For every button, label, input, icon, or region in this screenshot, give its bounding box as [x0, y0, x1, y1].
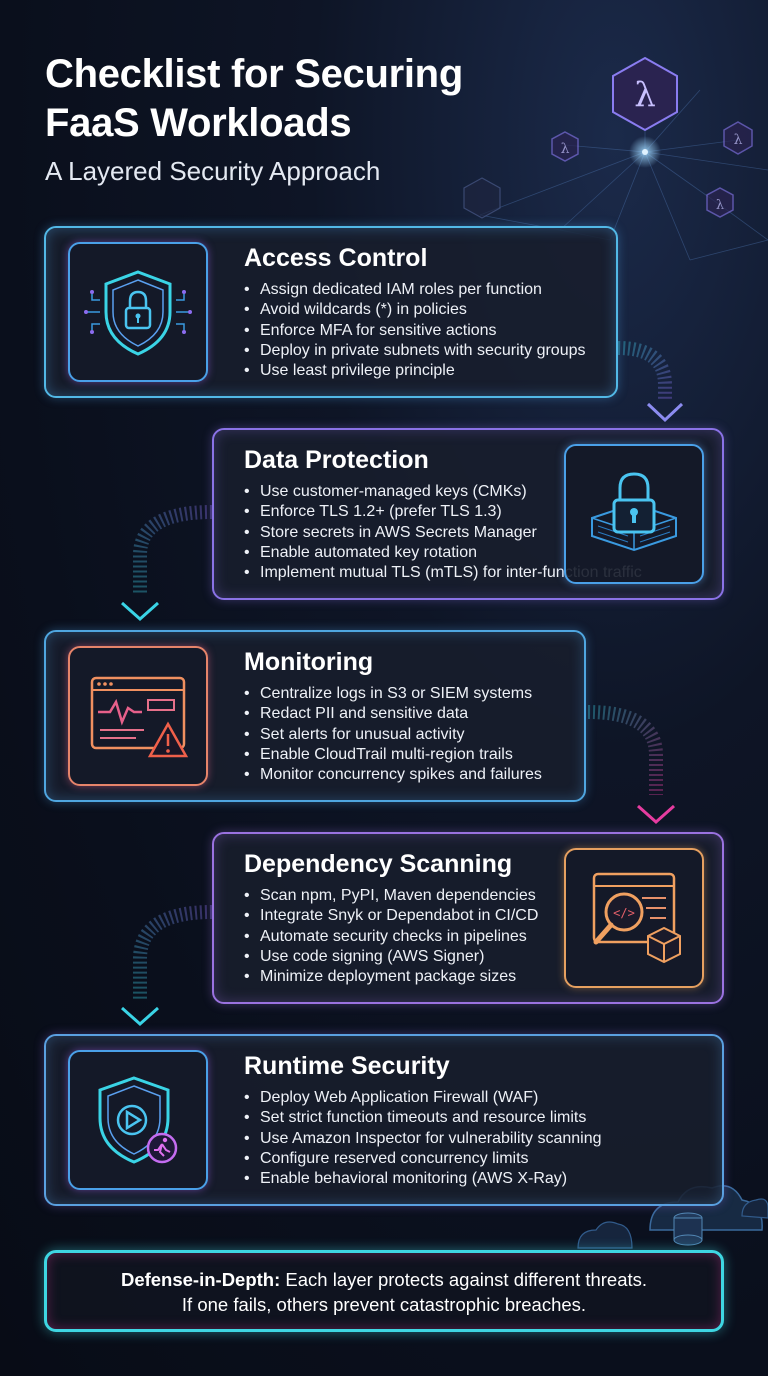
- padlock-database-icon: [591, 472, 677, 552]
- callout-line-1: Defense-in-Depth: Each layer protects ag…: [47, 1267, 721, 1292]
- list-item: Deploy Web Application Firewall (WAF): [244, 1088, 602, 1108]
- list-item: Use least privilege principle: [244, 361, 586, 381]
- section-card-monitoring: Monitoring Centralize logs in S3 or SIEM…: [44, 630, 586, 802]
- checklist: Assign dedicated IAM roles per function …: [244, 280, 586, 381]
- monitor-alert-icon: [90, 676, 189, 758]
- list-item: Enforce MFA for sensitive actions: [244, 321, 586, 341]
- callout-text-2: If one fails, others prevent catastrophi…: [181, 1294, 587, 1315]
- icon-frame: [68, 646, 208, 786]
- checklist: Centralize logs in S3 or SIEM systems Re…: [244, 684, 542, 785]
- list-item: Use Amazon Inspector for vulnerability s…: [244, 1129, 602, 1149]
- list-item: Use code signing (AWS Signer): [244, 947, 538, 967]
- section-card-access-control: Access Control Assign dedicated IAM role…: [44, 226, 618, 398]
- connector-arrow-2: [121, 505, 213, 622]
- svg-text:λ: λ: [634, 75, 656, 115]
- checklist: Scan npm, PyPI, Maven dependencies Integ…: [244, 886, 538, 987]
- shield-play-runner-icon: [98, 1076, 178, 1164]
- icon-frame: [68, 242, 208, 382]
- svg-text:λ: λ: [716, 198, 724, 213]
- list-item: Enable CloudTrail multi-region trails: [244, 745, 542, 765]
- list-item: Scan npm, PyPI, Maven dependencies: [244, 886, 538, 906]
- list-item: Configure reserved concurrency limits: [244, 1149, 602, 1169]
- defense-in-depth-callout: Defense-in-Depth: Each layer protects ag…: [44, 1250, 724, 1332]
- connector-arrow-4: [121, 905, 213, 1027]
- list-item: Enforce TLS 1.2+ (prefer TLS 1.3): [244, 502, 642, 522]
- section-title: Monitoring: [244, 648, 374, 676]
- shield-lock-icon: [84, 270, 192, 356]
- list-item: Set strict function timeouts and resourc…: [244, 1108, 602, 1128]
- list-item: Automate security checks in pipelines: [244, 927, 538, 947]
- lambda-hexagon-icon: λ: [612, 56, 678, 132]
- list-item: Monitor concurrency spikes and failures: [244, 765, 542, 785]
- icon-frame: </>: [564, 848, 704, 988]
- list-item: Use customer-managed keys (CMKs): [244, 482, 642, 502]
- callout-text-1: Each layer protects against different th…: [285, 1269, 648, 1290]
- list-item: Store secrets in AWS Secrets Manager: [244, 523, 642, 543]
- list-item: Enable automated key rotation: [244, 543, 642, 563]
- icon-frame: [68, 1050, 208, 1190]
- section-title: Data Protection: [244, 446, 429, 474]
- list-item: Integrate Snyk or Dependabot in CI/CD: [244, 906, 538, 926]
- checklist: Use customer-managed keys (CMKs) Enforce…: [244, 482, 642, 583]
- svg-text:λ: λ: [734, 132, 743, 148]
- icon-frame: [564, 444, 704, 584]
- list-item: Centralize logs in S3 or SIEM systems: [244, 684, 542, 704]
- section-title: Runtime Security: [244, 1052, 450, 1080]
- list-item: Minimize deployment package sizes: [244, 967, 538, 987]
- page-title: Checklist for Securing FaaS Workloads: [45, 52, 463, 145]
- code-scan-package-icon: </>: [592, 872, 681, 964]
- callout-label: Defense-in-Depth:: [120, 1269, 281, 1290]
- checklist: Deploy Web Application Firewall (WAF) Se…: [244, 1088, 602, 1189]
- list-item: Deploy in private subnets with security …: [244, 341, 586, 361]
- section-card-runtime-security: Runtime Security Deploy Web Application …: [44, 1034, 724, 1206]
- page-subtitle: A Layered Security Approach: [45, 156, 381, 186]
- list-item: Assign dedicated IAM roles per function: [244, 280, 586, 300]
- connector-arrow-3: [587, 705, 675, 825]
- section-title: Access Control: [244, 244, 428, 272]
- list-item: Avoid wildcards (*) in policies: [244, 300, 586, 320]
- svg-text:</>: </>: [613, 906, 635, 920]
- list-item: Enable behavioral monitoring (AWS X-Ray): [244, 1169, 602, 1189]
- section-card-dependency-scanning: Dependency Scanning Scan npm, PyPI, Mave…: [212, 832, 724, 1004]
- list-item: Implement mutual TLS (mTLS) for inter-fu…: [244, 563, 642, 583]
- list-item: Set alerts for unusual activity: [244, 725, 542, 745]
- section-title: Dependency Scanning: [244, 850, 513, 878]
- list-item: Redact PII and sensitive data: [244, 704, 542, 724]
- section-card-data-protection: Data Protection Use customer-managed key…: [212, 428, 724, 600]
